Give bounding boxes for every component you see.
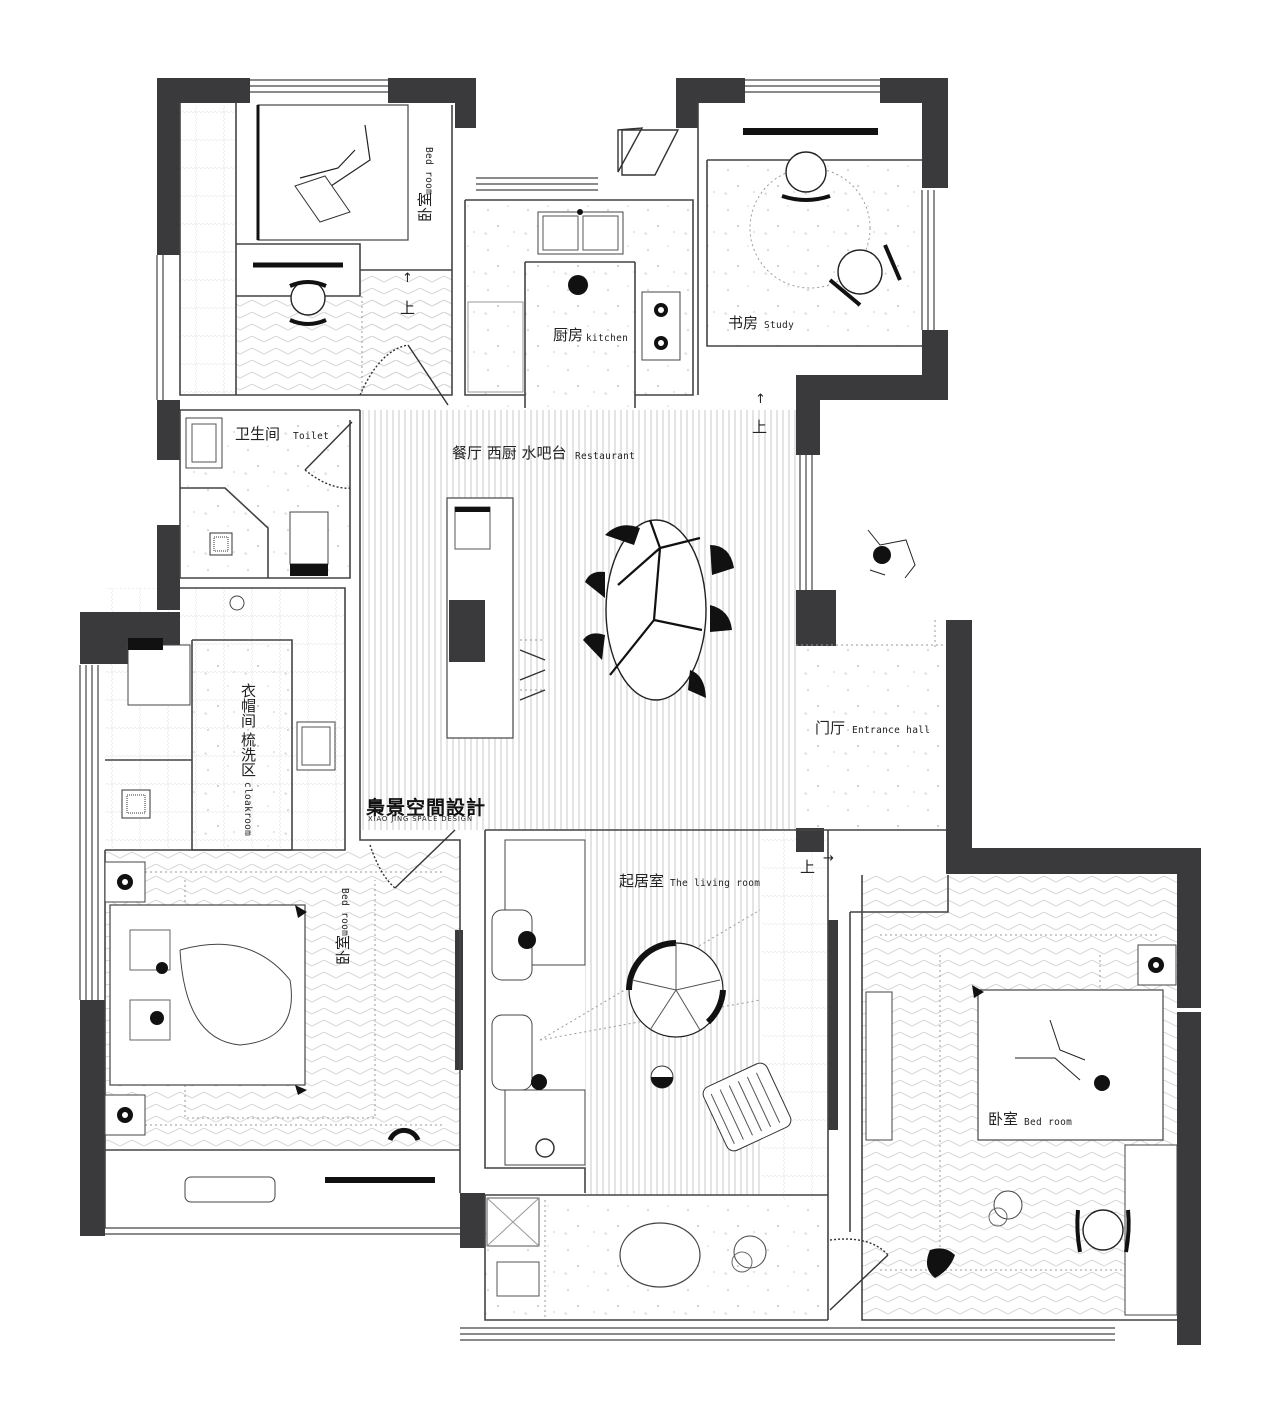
toilet-fixtures (185, 417, 329, 576)
restaurant-label-en: Restaurant (575, 451, 636, 462)
toilet-label-en: Toilet (293, 431, 330, 442)
nw-bedroom-furniture (253, 104, 409, 326)
study-label: 书房 (728, 314, 759, 332)
entrance-label-en: Entrance hall (852, 725, 931, 736)
stair-arrow-nw-icon: ↑ (402, 271, 413, 286)
cloakroom-label-1: 衣帽间 (239, 683, 257, 728)
partitions (104, 103, 1177, 1321)
cloakroom-label-2: 梳洗区 (239, 732, 257, 777)
living-label: 起居室 (619, 872, 665, 890)
bedroom-nw-label: 卧室 (416, 191, 434, 222)
stair-mark-nw: 上 (400, 299, 416, 317)
study-furniture (743, 128, 902, 307)
cloakroom-furniture (121, 595, 336, 819)
bedroom-sw-label: 卧室 (334, 934, 352, 965)
se-bedroom-furniture (865, 944, 1178, 1316)
study-label-en: Study (764, 320, 795, 331)
living-room-furniture (491, 839, 792, 1166)
bedroom-nw-label-en: Bed room (423, 147, 434, 196)
balcony-furniture (486, 1197, 767, 1297)
window-lines (79, 79, 1181, 1341)
stair-arrow-entrance-icon: → (823, 851, 834, 866)
bedroom-sw-label-en: Bed room (339, 888, 350, 937)
entrance-figure (867, 529, 916, 579)
restaurant-furniture (446, 497, 734, 739)
sw-bedroom-furniture (104, 861, 435, 1203)
bedroom-se-label-en: Bed room (1024, 1117, 1073, 1128)
cloakroom-label-en: cloakroom (242, 782, 253, 837)
stair-mark-entrance: 上 (800, 858, 816, 876)
kitchen-label: 厨房 (553, 326, 584, 344)
bedroom-se-label: 卧室 (988, 1110, 1019, 1128)
living-label-en: The living room (670, 878, 761, 889)
restaurant-label: 餐厅 西厨 水吧台 (452, 444, 567, 462)
entrance-label: 门厅 (815, 719, 846, 737)
doors (304, 127, 889, 1311)
kitchen-furniture (467, 209, 681, 393)
stair-arrow-kitchen-icon: ↑ (755, 392, 766, 407)
studio-logo-subtitle: XIAO JING SPACE DESIGN (368, 815, 473, 823)
studio-logo: 梟景空間設計 (366, 797, 487, 819)
kitchen-label-en: kitchen (586, 333, 629, 344)
stair-mark-kitchen: 上 (752, 418, 768, 436)
toilet-label: 卫生间 (235, 425, 281, 443)
